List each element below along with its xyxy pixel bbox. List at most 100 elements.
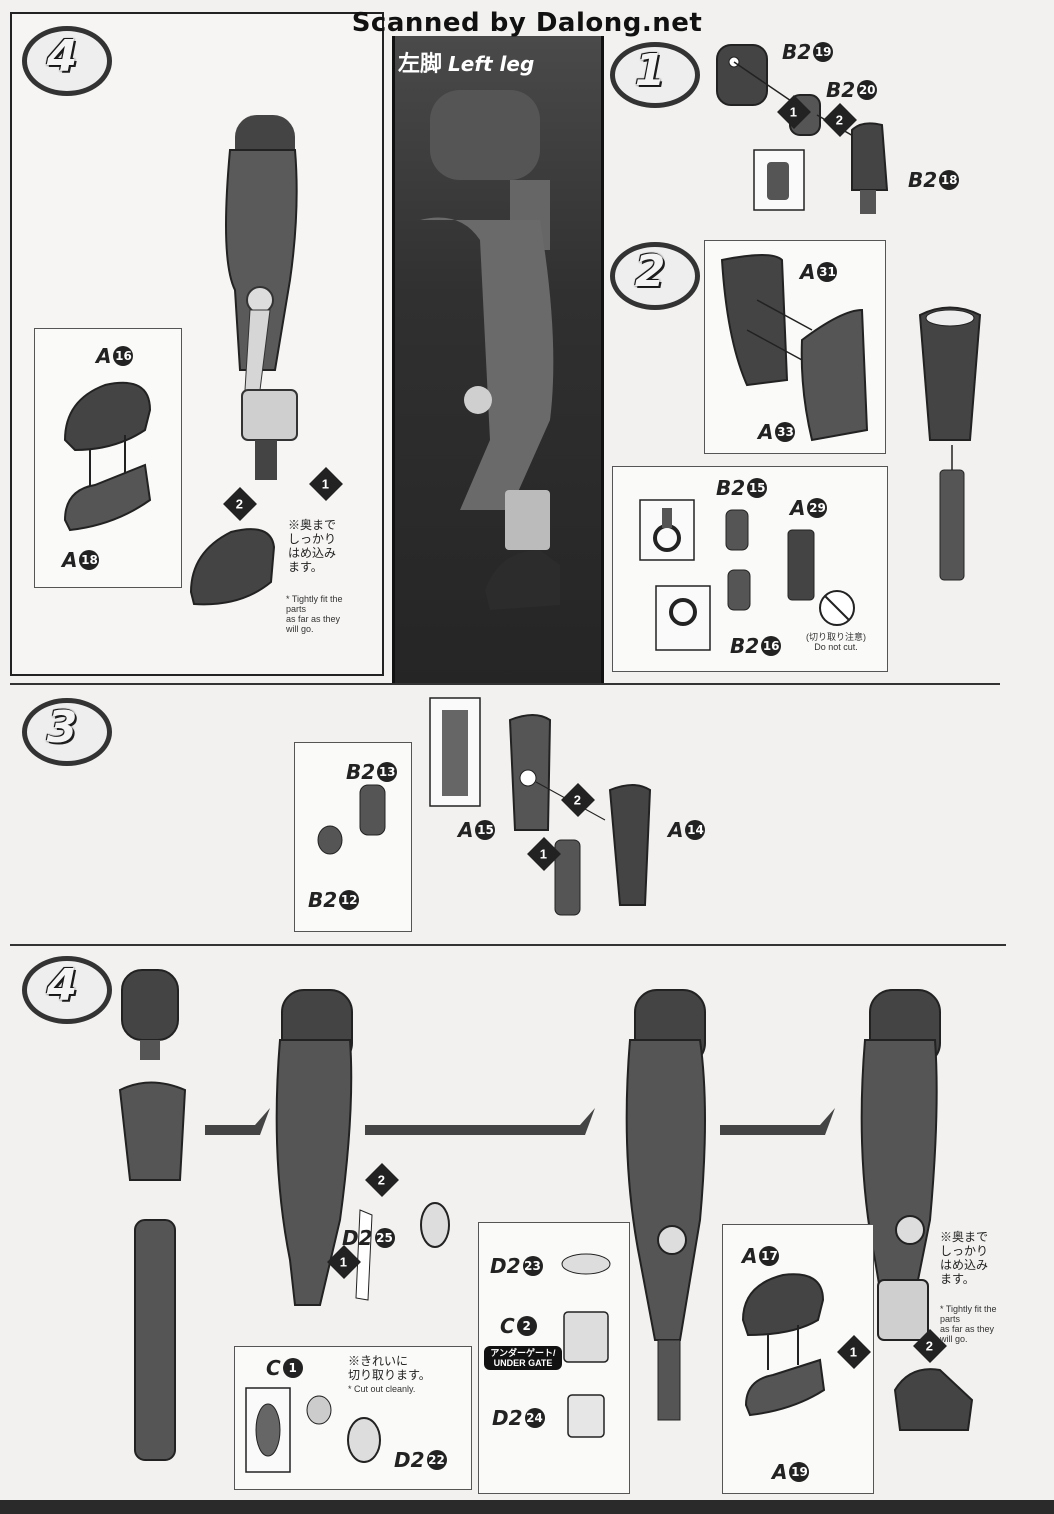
part-number-badge: 18 [79,550,100,570]
part-letter: B2 [908,168,938,192]
knee-plate-illustration [245,1387,381,1473]
cut-cleanly-note: ※きれいに 切り取ります。 * Cut out cleanly. [348,1354,431,1394]
gate-en: UNDER GATE [493,1358,553,1368]
note-jp-line: しっかり [940,1244,989,1258]
leg-assembly-sequence [118,969,974,1461]
part-number-badge: 12 [339,890,360,910]
foot-b-illustration [741,1273,826,1417]
note-jp-line: ※奥まで [288,518,337,532]
tight-fit-note-en: * Tightly fit the parts as far as they w… [286,594,366,634]
part-label-d224: D2 24 [492,1406,545,1430]
note-en-line: as far as they [286,614,341,624]
step-number-4-bottom: 4 [46,959,78,1011]
foot-attach-illustration [189,528,276,606]
part-number-badge: 25 [374,1228,395,1248]
part-label-b219: B2 19 [782,40,834,64]
part-letter: C [266,1356,281,1380]
tight-fit-note: ※奥まで しっかり はめ込み ます。 [940,1230,1010,1286]
part-label-b218: B2 18 [908,168,960,192]
step-number-2: 2 [634,245,666,297]
step1-parts-illustration [716,44,889,214]
part-label-b213: B2 13 [346,760,398,784]
order-number: 1 [340,1254,348,1270]
part-letter: A [742,1244,758,1268]
part-number-badge: 17 [759,1246,780,1266]
part-letter: A [800,260,816,284]
step-badge-ring [22,698,112,766]
part-number-badge: 16 [761,636,782,656]
part-number-badge: 20 [857,80,878,100]
part-label-a31: A 31 [800,260,838,284]
part-letter: A [758,420,774,444]
part-label-b216: B2 16 [730,634,782,658]
part-letter: A [62,548,78,572]
part-letter: B2 [730,634,760,658]
shin-part-illustration [918,306,982,581]
part-label-a16: A 16 [96,344,134,368]
part-label-a17: A 17 [742,1244,780,1268]
title-en: Left leg [448,52,535,76]
part-number-badge: 18 [939,170,960,190]
part-letter: A [790,496,806,520]
part-letter: A [458,818,474,842]
part-number-badge: 19 [813,42,834,62]
part-label-a18: A 18 [62,548,100,572]
part-number-badge: 23 [522,1256,543,1276]
tight-fit-note-en: * Tightly fit the parts as far as they w… [940,1304,1010,1344]
part-number-badge: 33 [775,422,796,442]
part-number-badge: 16 [113,346,134,366]
part-number-badge: 15 [747,478,768,498]
part-number-badge: 24 [524,1408,545,1428]
part-letter: A [96,344,112,368]
note-jp-line: はめ込み [288,546,337,560]
part-number-badge: 1 [282,1358,303,1378]
part-letter: D2 [394,1448,425,1472]
order-number: 1 [850,1344,858,1360]
note-jp: (切り取り注意) [806,632,866,642]
part-number-badge: 15 [475,820,496,840]
part-label-a19: A 19 [772,1460,810,1484]
part-letter: B2 [308,888,338,912]
note-en-line: parts [286,604,307,614]
page-bottom-edge [0,1500,1054,1514]
step-number-3: 3 [46,701,78,753]
part-number-badge: 14 [685,820,706,840]
step-badge-ring [22,26,112,96]
part-label-c1: C 1 [266,1356,303,1380]
step-badge-ring [610,42,700,108]
part-letter: D2 [490,1254,521,1278]
note-jp-line: ※奥まで [940,1230,989,1244]
note-en-line: * Cut out cleanly. [348,1384,416,1394]
part-letter: D2 [492,1406,523,1430]
part-number-badge: 2 [516,1316,537,1336]
step2-shell-illustration [720,254,869,442]
part-label-a14: A 14 [668,818,706,842]
part-letter: B2 [716,476,746,500]
order-number: 1 [322,476,330,492]
part-label-b215: B2 15 [716,476,768,500]
note-jp-line: ※きれいに [348,1354,409,1368]
note-en-line: * Tightly fit the [940,1304,997,1314]
part-number-badge: 31 [817,262,838,282]
note-jp-line: しっかり [288,532,337,546]
part-label-d223: D2 23 [490,1254,543,1278]
note-en-line: will go. [286,624,314,634]
order-number: 2 [836,112,844,128]
part-number-badge: 19 [789,1462,810,1482]
part-label-b220: B2 20 [826,78,878,102]
part-number-badge: 29 [807,498,828,518]
do-not-cut-note: (切り取り注意) Do not cut. [806,632,866,652]
note-jp-line: 切り取ります。 [348,1368,431,1382]
foot-part-illustration [63,381,152,532]
under-gate-badge: アンダーゲート/ UNDER GATE [484,1346,562,1370]
section-title: 左脚 Left leg [398,46,534,78]
part-label-a15: A 15 [458,818,496,842]
figure-leg-photo [420,90,560,610]
note-en: Do not cut. [814,642,858,652]
step-number-1: 1 [634,44,666,96]
foot-subassembly-panel [34,328,182,588]
part-letter: C [500,1314,515,1338]
divider-line [10,683,1000,685]
part-letter: B2 [346,760,376,784]
step3-parts-illustration [317,697,652,916]
